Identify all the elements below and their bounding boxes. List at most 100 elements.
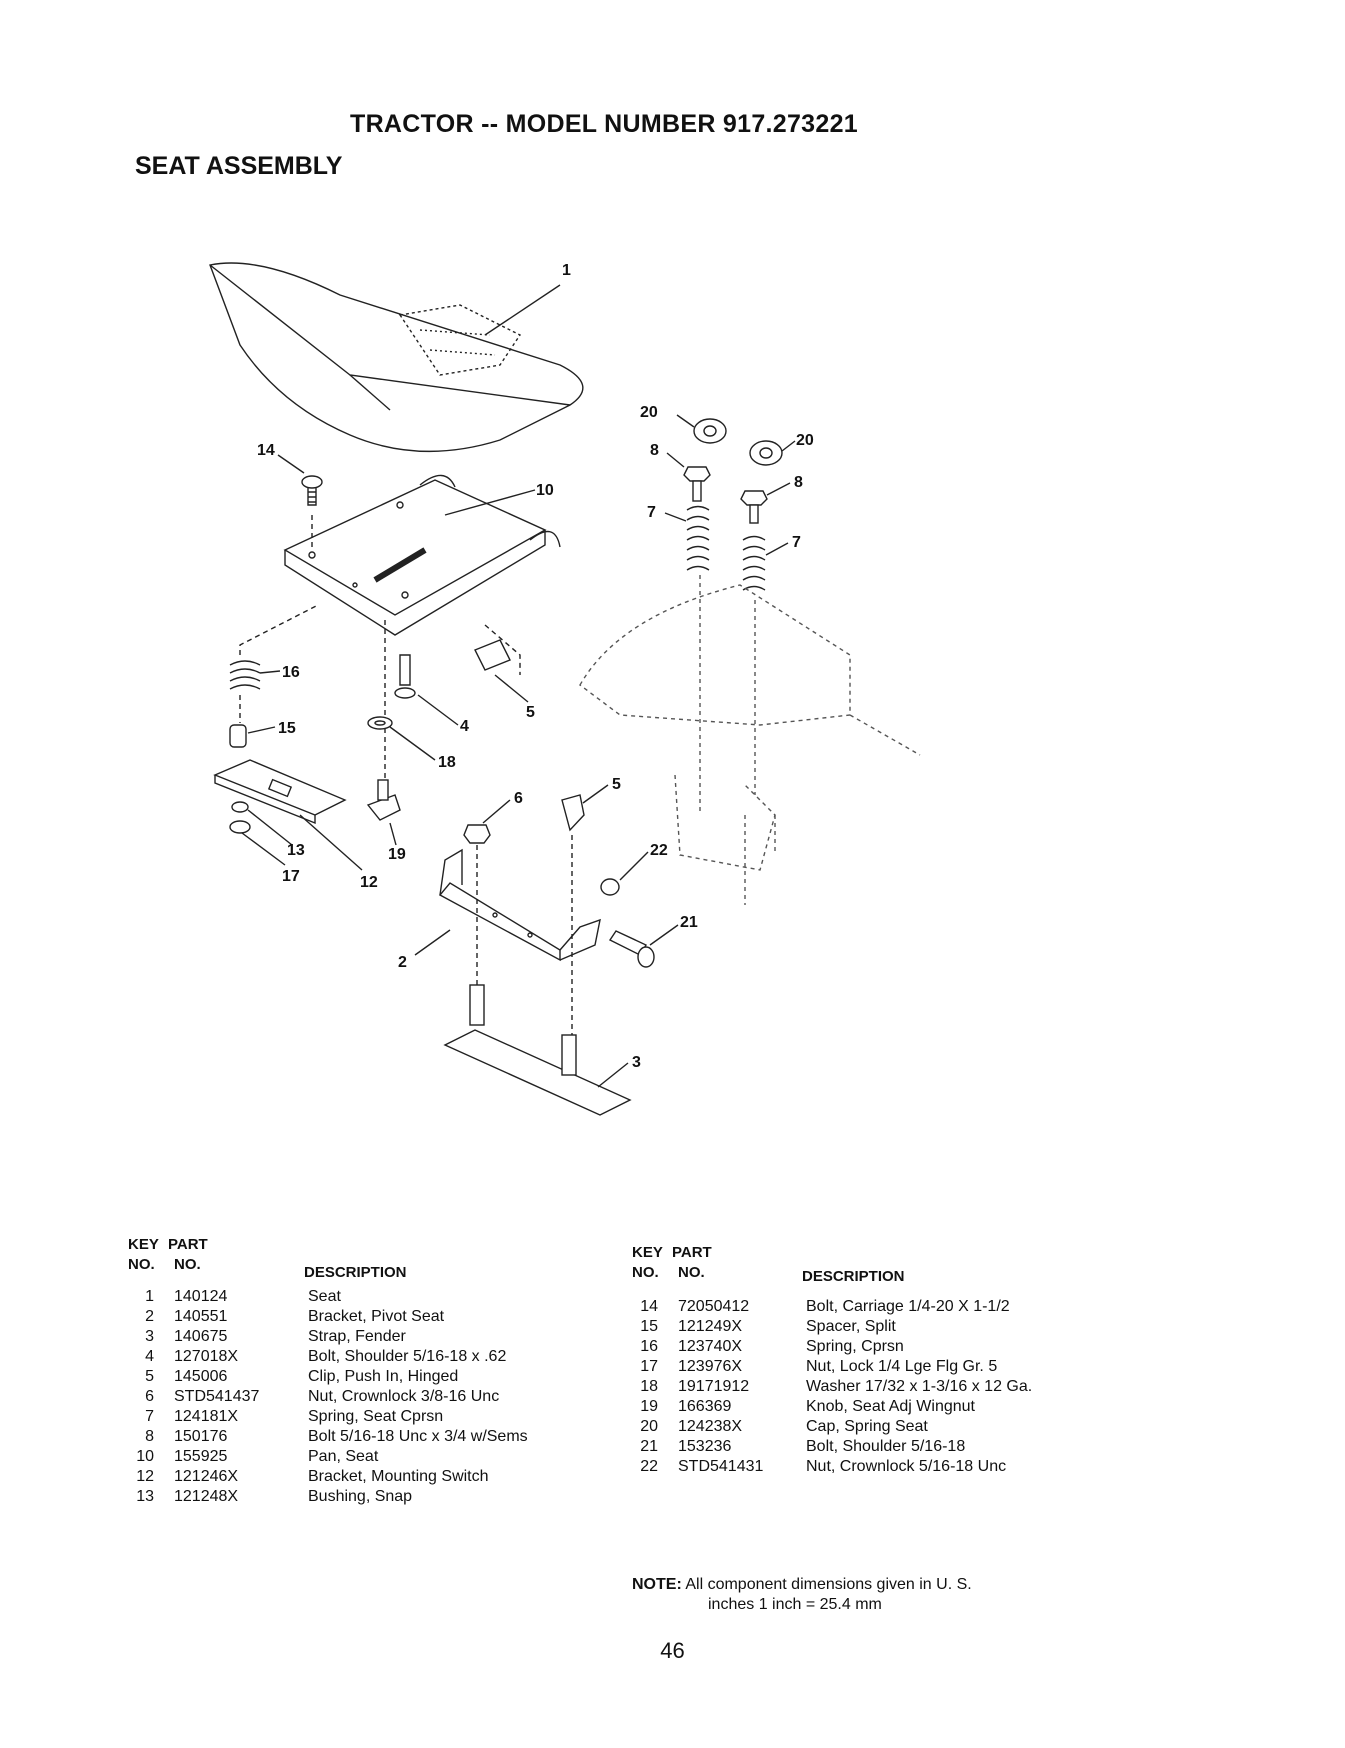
callout-1: 1	[562, 262, 571, 279]
part-number: 19171912	[678, 1378, 750, 1395]
shoulder-bolt-part-21	[608, 930, 655, 968]
part-description: Spring, Seat Cprsn	[308, 1408, 444, 1425]
part-description: Nut, Lock 1/4 Lge Flg Gr. 5	[806, 1358, 998, 1375]
knob-part-19	[366, 779, 401, 821]
key-number: 21	[640, 1438, 658, 1455]
callout-2: 2	[398, 954, 407, 971]
part-number: STD541437	[174, 1388, 260, 1405]
callout-10: 10	[536, 482, 554, 499]
spring-seat-cap-part-20a	[693, 418, 727, 444]
callout-21: 21	[680, 914, 698, 931]
part-number: 121246X	[174, 1468, 239, 1485]
part-description: Bolt, Shoulder 5/16-18	[806, 1438, 966, 1455]
part-header-line1: PART	[168, 1236, 208, 1253]
fender-strap-part-3	[443, 984, 632, 1116]
bolt-part-8a	[683, 466, 711, 502]
part-number: 166369	[678, 1398, 732, 1415]
exploded-parts-diagram: 1 2 3 4 5 5 6 7 7 8 8 10 12 13 17 14 15 …	[200, 255, 1100, 1195]
part-number: 123740X	[678, 1338, 743, 1355]
key-number: 17	[640, 1358, 658, 1375]
callout-5b: 5	[612, 776, 621, 793]
description-header: DESCRIPTION	[802, 1268, 905, 1285]
section-title: SEAT ASSEMBLY	[135, 152, 343, 180]
bushing-part-13	[231, 801, 249, 813]
key-number: 3	[145, 1328, 154, 1345]
key-number: 6	[145, 1388, 154, 1405]
push-in-clip-part-5b	[561, 794, 585, 832]
callout-19: 19	[388, 846, 406, 863]
parts-table-row: 22 STD541431 Nut, Crownlock 5/16-18 Unc	[632, 1457, 1132, 1477]
part-description: Strap, Fender	[308, 1328, 406, 1345]
tractor-frame-outline	[579, 575, 921, 905]
callout-17: 17	[282, 868, 300, 885]
parts-table-row: 21 153236 Bolt, Shoulder 5/16-18	[632, 1437, 1132, 1457]
key-number: 7	[145, 1408, 154, 1425]
part-description: Cap, Spring Seat	[806, 1418, 928, 1435]
key-number: 14	[640, 1298, 658, 1315]
part-description: Bolt, Shoulder 5/16-18 x .62	[308, 1348, 507, 1365]
callout-5a: 5	[526, 704, 535, 721]
part-description: Washer 17/32 x 1-3/16 x 12 Ga.	[806, 1378, 1033, 1395]
key-header-line1: KEY	[128, 1236, 159, 1253]
callout-14: 14	[257, 442, 275, 459]
key-number: 5	[145, 1368, 154, 1385]
part-description: Bolt, Carriage 1/4-20 X 1-1/2	[806, 1298, 1010, 1315]
carriage-bolt-part-14	[301, 475, 323, 506]
key-number: 13	[136, 1488, 154, 1505]
part-number: 124181X	[174, 1408, 239, 1425]
callout-20b: 20	[796, 432, 814, 449]
part-number: 140551	[174, 1308, 228, 1325]
callout-18: 18	[438, 754, 456, 771]
key-number: 10	[136, 1448, 154, 1465]
key-number: 19	[640, 1398, 658, 1415]
part-number: 145006	[174, 1368, 228, 1385]
seat-spring-part-7a	[686, 505, 710, 571]
callout-3: 3	[632, 1054, 641, 1071]
spacer-part-15	[229, 724, 247, 748]
key-header-line2: NO.	[128, 1256, 155, 1273]
parts-table-row: 7 124181X Spring, Seat Cprsn	[128, 1407, 608, 1427]
part-number: 121249X	[678, 1318, 743, 1335]
part-description: Bracket, Mounting Switch	[308, 1468, 489, 1485]
note-line1: All component dimensions given in U. S.	[685, 1576, 972, 1593]
part-description: Clip, Push In, Hinged	[308, 1368, 459, 1385]
note-line2: inches 1 inch = 25.4 mm	[708, 1596, 882, 1613]
part-number: 153236	[678, 1438, 732, 1455]
parts-table-row: 3 140675 Strap, Fender	[128, 1327, 608, 1347]
callout-7a: 7	[647, 504, 656, 521]
spring-part-16	[229, 660, 261, 690]
seat-spring-part-7b	[742, 535, 766, 591]
part-description: Pan, Seat	[308, 1448, 379, 1465]
mounting-switch-bracket-part-12	[213, 759, 347, 825]
callout-13: 13	[287, 842, 305, 859]
callout-6: 6	[514, 790, 523, 807]
seat-pan-part-10	[283, 474, 561, 636]
part-number: STD541431	[678, 1458, 764, 1475]
key-number: 22	[640, 1458, 658, 1475]
part-number: 124238X	[678, 1418, 743, 1435]
parts-table-row: 5 145006 Clip, Push In, Hinged	[128, 1367, 608, 1387]
callout-15: 15	[278, 720, 296, 737]
callout-16: 16	[282, 664, 300, 681]
lock-nut-part-17	[229, 820, 251, 834]
part-description: Bushing, Snap	[308, 1488, 413, 1505]
part-number: 150176	[174, 1428, 228, 1445]
key-header-line2: NO.	[632, 1264, 659, 1281]
key-number: 1	[145, 1288, 154, 1305]
key-number: 16	[640, 1338, 658, 1355]
part-number: 121248X	[174, 1488, 239, 1505]
key-number: 15	[640, 1318, 658, 1335]
part-number: 140675	[174, 1328, 228, 1345]
part-description: Nut, Crownlock 5/16-18 Unc	[806, 1458, 1007, 1475]
callout-4: 4	[460, 718, 469, 735]
key-number: 4	[145, 1348, 154, 1365]
parts-table-row: 13 121248X Bushing, Snap	[128, 1487, 608, 1507]
part-header-line2: NO.	[174, 1256, 201, 1273]
note-label: NOTE:	[632, 1576, 682, 1593]
